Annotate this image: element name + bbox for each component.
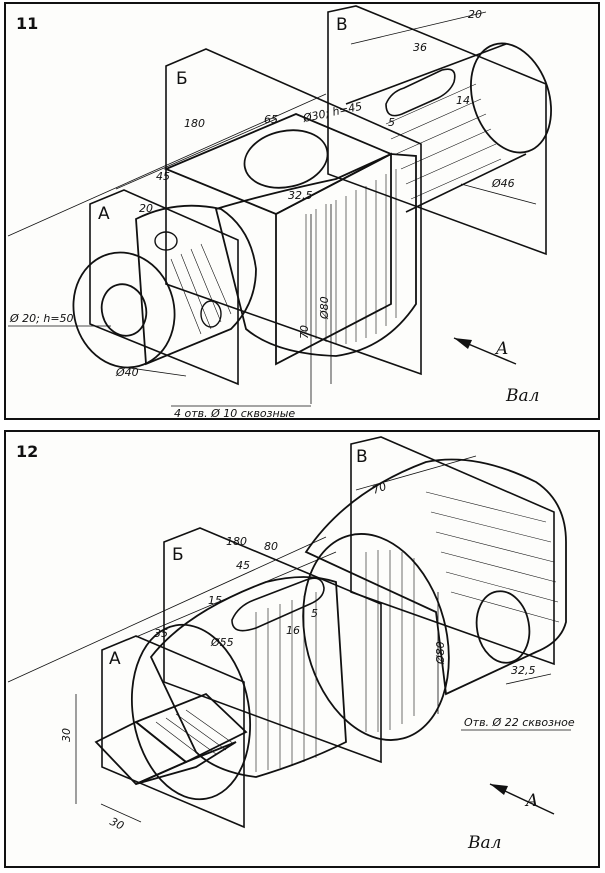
plane-b	[165, 48, 422, 376]
dim-5: 5	[311, 607, 318, 620]
dim-15: 15	[208, 594, 222, 607]
top-hole-circle	[243, 129, 329, 189]
caption: Вал	[505, 386, 539, 406]
dim-30-height: 30	[60, 728, 73, 742]
dim-d46: Ø46	[491, 177, 515, 190]
square-block	[163, 113, 394, 366]
front-cylinder	[94, 623, 252, 801]
dim-70: 70	[371, 480, 389, 497]
dim-30-width: 30	[108, 815, 126, 833]
plane-label-a: А	[98, 204, 110, 224]
plane-label-b: Б	[176, 69, 188, 89]
slot-keyway	[385, 68, 456, 117]
dim-5: 5	[388, 116, 395, 129]
plane-b	[163, 527, 382, 764]
plane-a	[89, 189, 239, 386]
dim-20-rear: 20	[468, 8, 482, 21]
radial-hole-2	[200, 300, 222, 328]
plane-label-v: В	[336, 15, 348, 35]
plane-a	[101, 635, 245, 829]
front-shaft-cylinder	[72, 204, 257, 369]
large-disc	[302, 533, 450, 741]
front-face	[72, 251, 176, 369]
dim-16: 16	[286, 624, 300, 637]
drawing-11-panel: 11	[4, 2, 600, 420]
middle-cylinder	[149, 576, 347, 778]
dim-65: 65	[264, 113, 278, 126]
caption: Вал	[467, 833, 501, 853]
rear-shaft-cylinder	[345, 42, 552, 213]
view-arrow	[489, 783, 555, 815]
dim-180: 180	[184, 117, 205, 130]
dim-d80: Ø80	[318, 296, 331, 320]
dim-35: 35	[154, 627, 168, 640]
dim-d55: Ø55	[210, 636, 234, 649]
dim-80: 80	[264, 540, 278, 553]
dim-36: 36	[413, 41, 427, 54]
bore-hole	[100, 283, 148, 337]
square-stub-face	[94, 720, 188, 786]
view-arrow	[453, 337, 517, 365]
drawing-12-panel: 12	[4, 430, 600, 868]
drawing-number: 11	[16, 14, 39, 33]
callout-holes: 4 отв. Ø 10 сквозные	[174, 407, 295, 420]
drawing-number: 12	[16, 442, 39, 461]
dim-180: 180	[226, 535, 247, 548]
dim-45: 45	[236, 559, 250, 572]
through-hole	[475, 590, 531, 664]
plane-v	[327, 5, 547, 256]
dim-32-5: 32,5	[288, 189, 313, 202]
drawing-12-svg: 180 80 70 45 15 16 5 35 Ø55 Ø80 32,5 30 …	[7, 436, 575, 853]
dim-14: 14	[456, 94, 470, 107]
dimension-lines	[7, 11, 537, 407]
plane-label-a: А	[109, 649, 121, 669]
slot-keyway	[231, 577, 325, 632]
radial-hole-1	[154, 231, 178, 251]
plane-label-v: В	[356, 447, 368, 467]
dimension-lines	[7, 455, 571, 823]
view-letter: A	[494, 339, 508, 359]
dim-70: 70	[298, 325, 311, 339]
callout-top-hole: Ø30; h=45	[301, 100, 363, 125]
dim-45: 45	[156, 170, 170, 183]
dim-d80: Ø80	[434, 641, 447, 665]
rear-block	[304, 458, 567, 696]
plane-label-b: Б	[172, 545, 184, 565]
callout-bore: Ø 20; h=50	[9, 312, 74, 325]
plane-v	[350, 436, 555, 666]
dim-32-5: 32,5	[511, 664, 536, 677]
dim-d40: Ø40	[115, 366, 139, 379]
view-letter: A	[524, 791, 538, 811]
callout-hole: Отв. Ø 22 сквозное	[464, 716, 575, 729]
main-drum-cylinder	[214, 153, 417, 357]
drawing-11-svg: 180 65 45 20 36 20 14 5 32,5 70 Ø80 Ø46 …	[7, 5, 552, 420]
dim-20-front: 20	[139, 202, 153, 215]
